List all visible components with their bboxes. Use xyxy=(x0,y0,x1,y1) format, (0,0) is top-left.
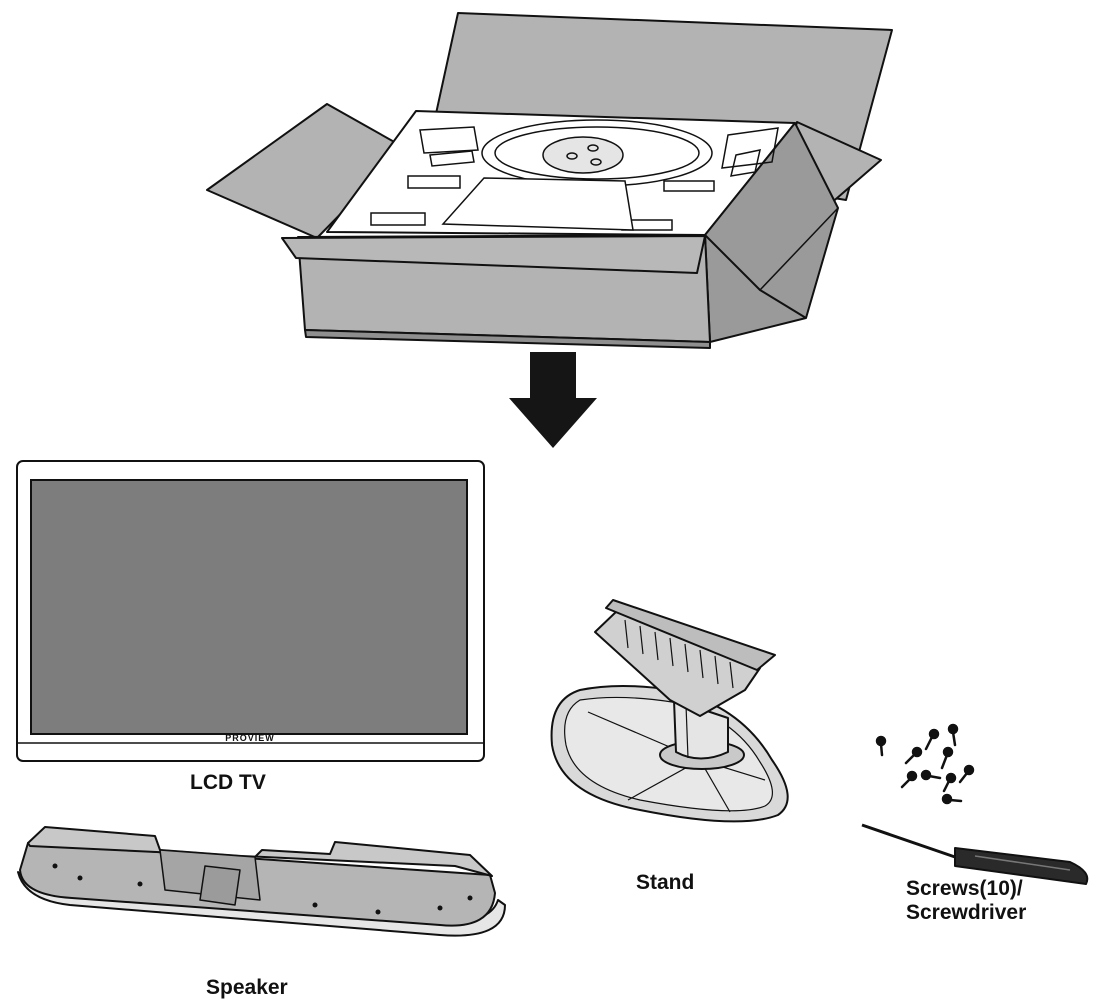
screw-icon xyxy=(958,764,975,784)
screw-icon xyxy=(940,746,954,770)
lcd-tv: PROVIEW xyxy=(16,460,485,762)
tv-brand-logo: PROVIEW xyxy=(225,733,275,743)
screw-icon xyxy=(904,746,923,765)
screwdriver-icon xyxy=(861,823,1089,885)
screw-icon xyxy=(942,772,957,793)
down-arrow-icon xyxy=(509,352,597,448)
lcd-tv-label: LCD TV xyxy=(190,771,266,794)
screw-icon xyxy=(900,770,918,789)
speaker xyxy=(17,826,506,937)
tv-screen xyxy=(30,479,468,735)
screw-icon xyxy=(941,793,963,805)
speaker-label: Speaker xyxy=(206,976,288,999)
box-front-fold xyxy=(281,235,706,274)
screws xyxy=(875,723,975,805)
stand-label: Stand xyxy=(636,871,695,894)
screw-icon xyxy=(920,769,942,781)
screw-icon xyxy=(875,735,887,757)
box-bottom-edge xyxy=(304,329,711,349)
box-contents xyxy=(370,119,779,231)
screws-label-line1: Screws(10)/ xyxy=(906,877,1023,900)
screw-icon xyxy=(947,723,959,747)
screwdriver-label-line2: Screwdriver xyxy=(906,901,1027,924)
stand xyxy=(550,599,789,823)
screw-icon xyxy=(924,728,940,751)
